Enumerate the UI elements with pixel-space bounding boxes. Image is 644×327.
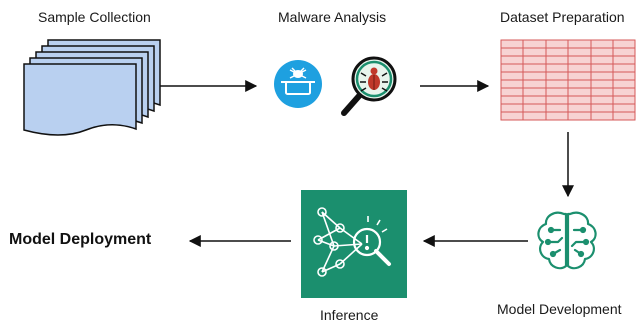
magnifier-bug-icon <box>341 56 397 116</box>
sandbox-bug-icon <box>274 60 322 108</box>
label-dataset-preparation: Dataset Preparation <box>500 9 625 25</box>
document-stack-icon <box>23 39 161 136</box>
label-model-deployment: Model Deployment <box>9 231 152 248</box>
label-malware-analysis: Malware Analysis <box>278 9 387 25</box>
label-sample-collection: Sample Collection <box>38 9 151 25</box>
brain-circuit-icon <box>537 211 597 270</box>
label-model-development: Model Development <box>497 301 622 317</box>
neural-network-inspect-icon <box>301 190 407 298</box>
table-grid-icon <box>500 39 636 121</box>
label-inference: Inference <box>320 307 379 323</box>
